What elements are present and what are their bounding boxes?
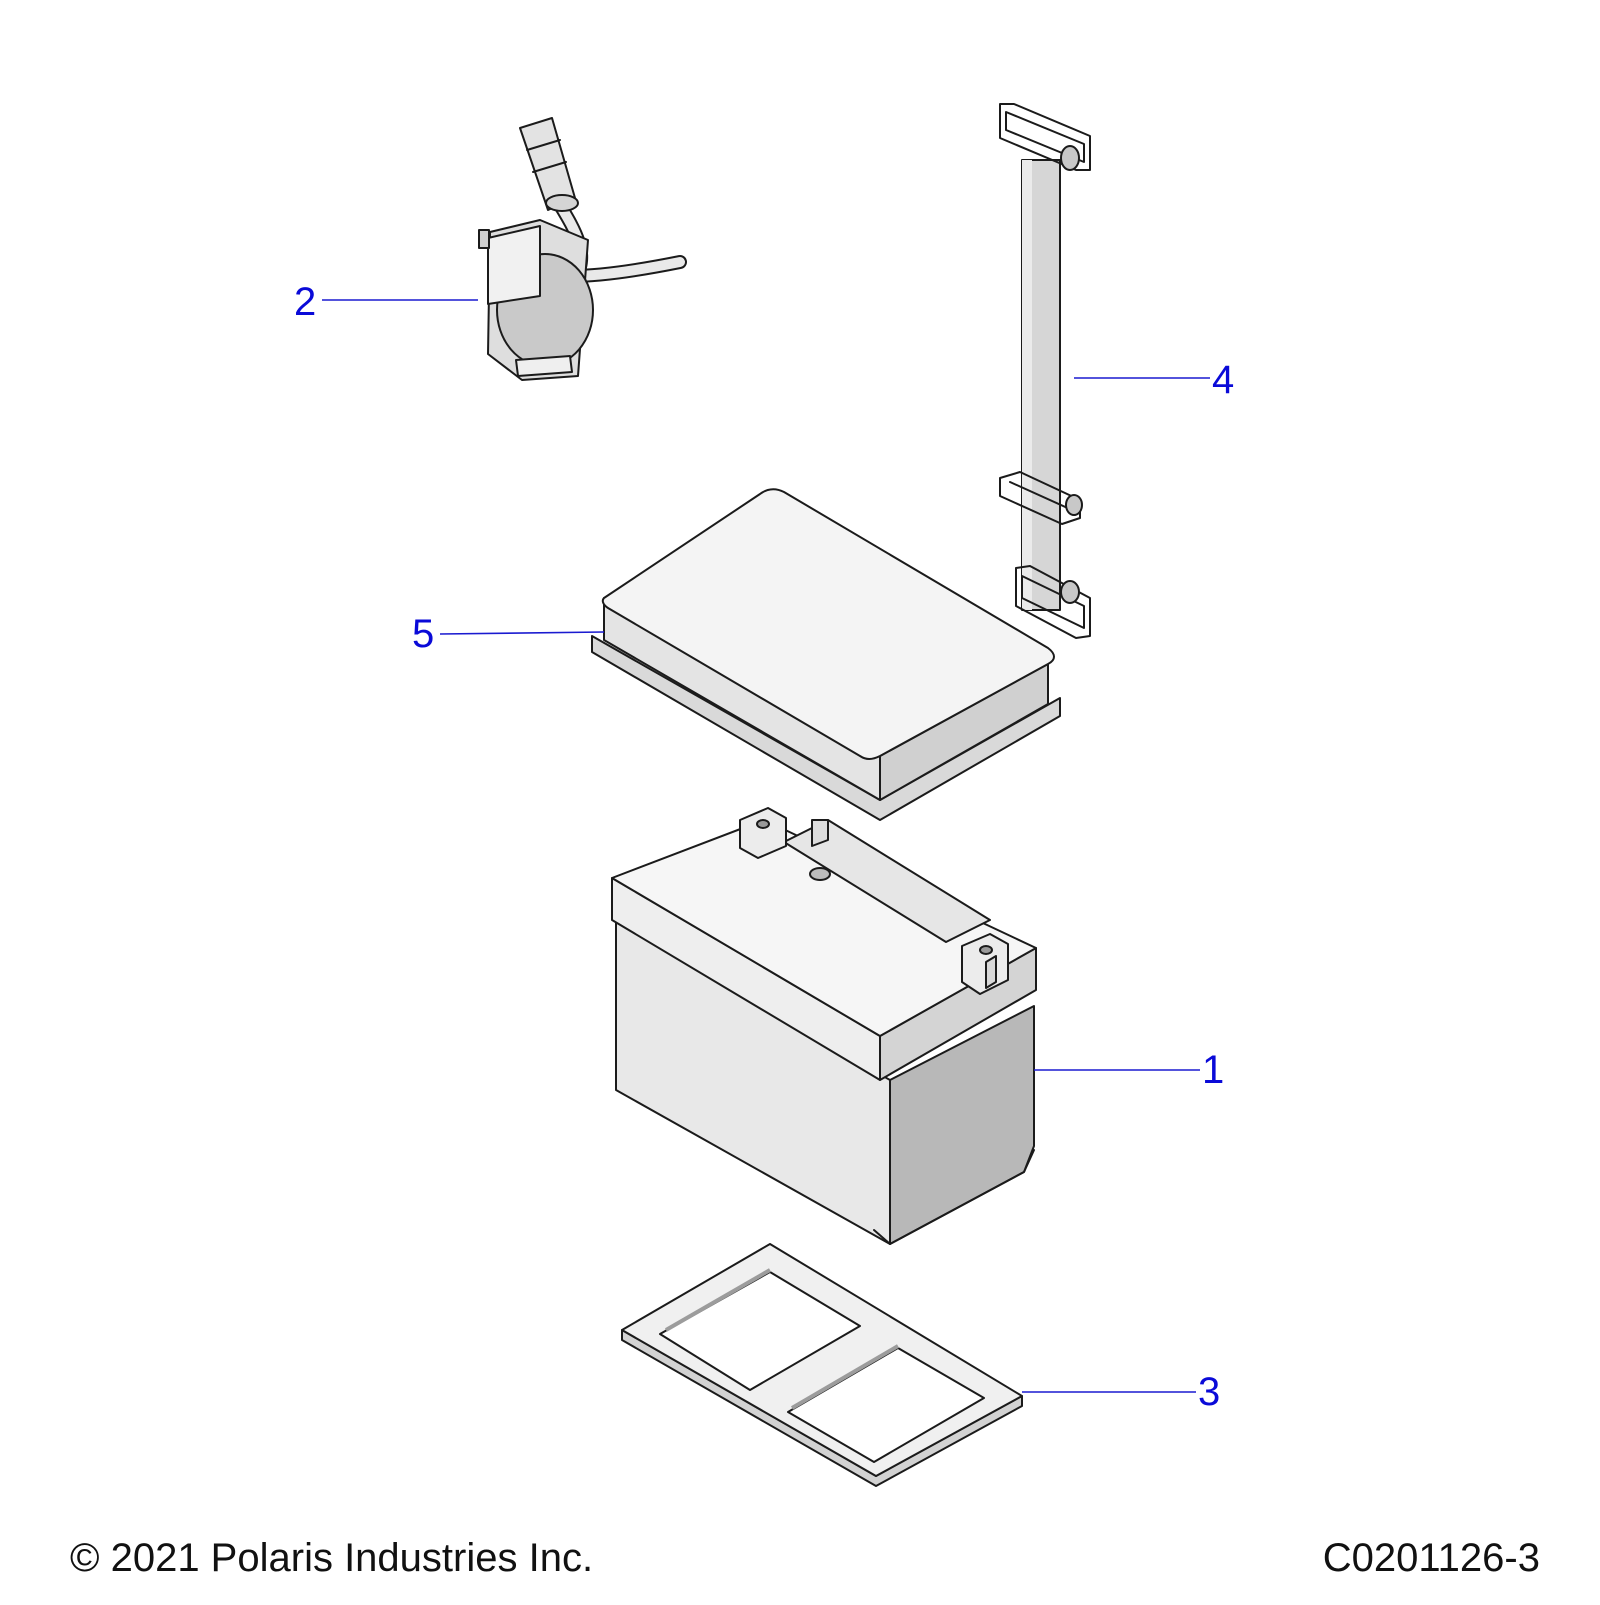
part-4-strap [999, 103, 1091, 639]
callout-3: 3 [1198, 1370, 1221, 1414]
part-3-pad [621, 1243, 1023, 1487]
callout-2: 2 [294, 280, 317, 324]
part-2-relay [478, 117, 687, 381]
drawing-number: C0201126-3 [1322, 1536, 1540, 1580]
callout-5: 5 [412, 612, 435, 656]
callout-4: 4 [1212, 358, 1235, 402]
part-5-cover [591, 488, 1061, 821]
leader-line-5 [439, 631, 605, 635]
copyright-notice: © 2021 Polaris Industries Inc. [70, 1536, 594, 1580]
callout-1: 1 [1202, 1048, 1225, 1092]
part-1-battery [611, 807, 1037, 1245]
